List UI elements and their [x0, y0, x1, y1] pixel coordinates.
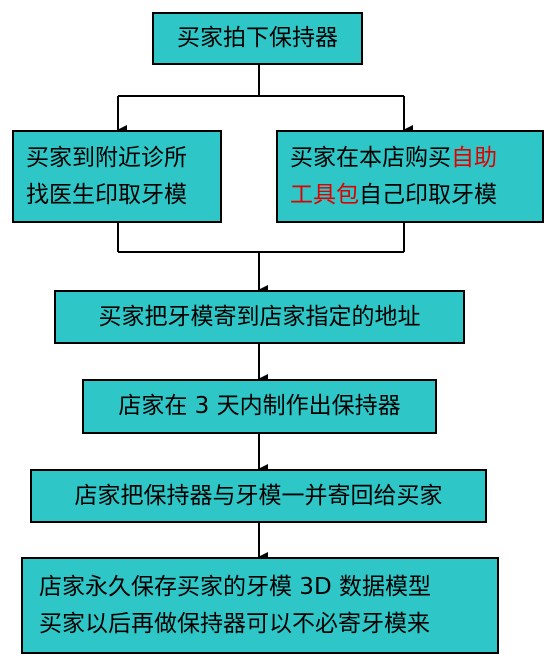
- step-buyer-orders-retainer: 买家拍下保持器: [152, 12, 363, 65]
- self-kit-line2: 工具包自己印取牙模: [290, 177, 497, 214]
- step-buyer-orders-retainer-text: 买家拍下保持器: [177, 25, 338, 52]
- step-make-retainer: 店家在 3 天内制作出保持器: [82, 379, 437, 434]
- step-mail-impression: 买家把牙模寄到店家指定的地址: [54, 290, 465, 344]
- self-kit-line2-suffix: 自己印取牙模: [359, 181, 497, 208]
- self-kit-highlight-1: 自助: [451, 144, 497, 171]
- store-3d-model-line1: 店家永久保存买家的牙模 3D 数据模型: [39, 573, 431, 600]
- self-kit-line1: 买家在本店购买自助: [290, 140, 497, 177]
- step-ship-back: 店家把保持器与牙模一并寄回给买家: [30, 469, 487, 523]
- clinic-impression-line2: 找医生印取牙模: [26, 181, 187, 208]
- step-clinic-impression: 买家到附近诊所 找医生印取牙模: [12, 130, 222, 223]
- step-ship-back-text: 店家把保持器与牙模一并寄回给买家: [74, 482, 443, 509]
- clinic-impression-line1: 买家到附近诊所: [26, 144, 187, 171]
- self-kit-highlight-2: 工具包: [290, 181, 359, 208]
- step-mail-impression-text: 买家把牙模寄到店家指定的地址: [98, 303, 421, 330]
- store-3d-model-line2: 买家以后再做保持器可以不必寄牙模来: [39, 610, 430, 637]
- step-self-kit-impression: 买家在本店购买自助 工具包自己印取牙模: [276, 130, 544, 223]
- step-store-3d-model: 店家永久保存买家的牙模 3D 数据模型 买家以后再做保持器可以不必寄牙模来: [21, 557, 499, 654]
- self-kit-line1-prefix: 买家在本店购买: [290, 144, 451, 171]
- step-make-retainer-text: 店家在 3 天内制作出保持器: [118, 393, 401, 420]
